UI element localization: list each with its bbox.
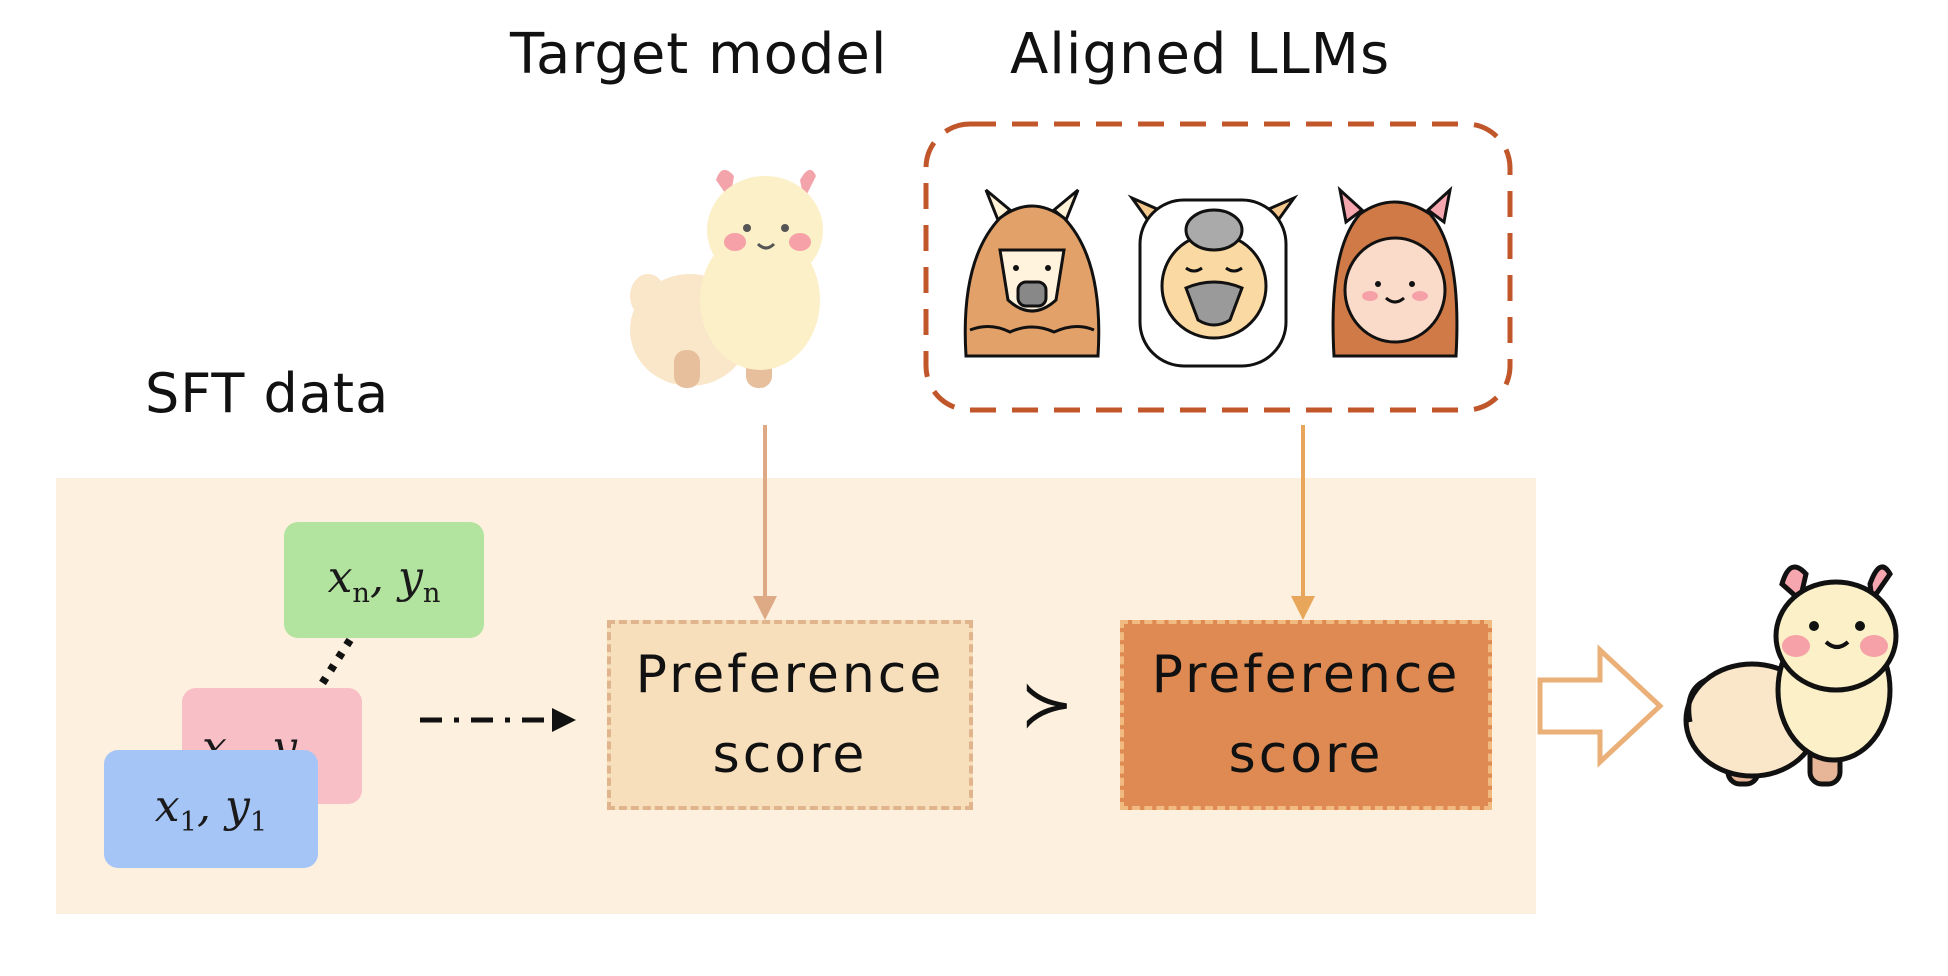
aligned-llms-label: Aligned LLMs <box>1010 22 1391 87</box>
output-arrow-icon <box>1537 644 1664 768</box>
preference-score-target-line1: Preference <box>635 645 945 705</box>
sft-to-preference-arrow <box>420 708 576 732</box>
preference-score-aligned-line1: Preference <box>1151 645 1461 705</box>
sft-card-n-text: xn, yn <box>327 551 441 609</box>
sft-card-1-text: x1, y1 <box>154 780 268 838</box>
sft-data-label: SFT data <box>145 362 390 425</box>
aligned-to-preference-arrow <box>1291 425 1315 620</box>
aligned-llama-icon <box>963 188 1101 358</box>
target-to-preference-arrow <box>753 425 777 620</box>
sft-card-n: xn, yn <box>284 522 484 638</box>
aligned-sheep-icon <box>1127 194 1299 368</box>
aligned-alpaca-icon <box>1331 185 1459 358</box>
target-model-label: Target model <box>510 22 888 87</box>
succeeds-symbol: ≻ <box>1020 668 1074 742</box>
preference-score-target: Preference score <box>607 620 973 810</box>
preference-score-aligned-line2: score <box>1228 725 1384 785</box>
preference-score-aligned: Preference score <box>1120 620 1492 810</box>
sft-ellipsis-dots <box>314 637 354 693</box>
output-alpaca-icon <box>1683 564 1899 787</box>
preference-score-target-line2: score <box>712 725 868 785</box>
target-alpaca-icon <box>630 169 823 388</box>
sft-card-1: x1, y1 <box>104 750 318 868</box>
